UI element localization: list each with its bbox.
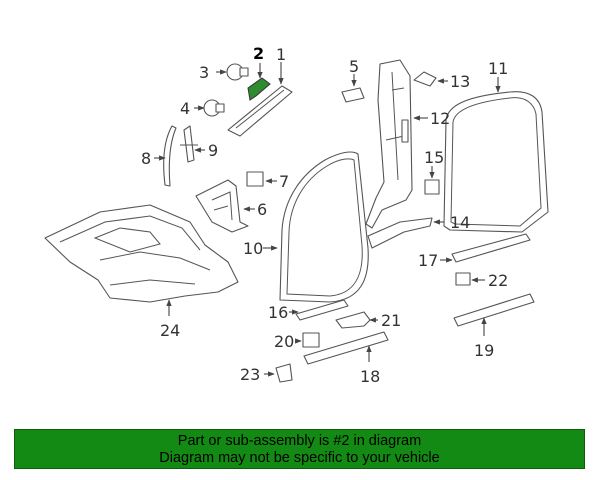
callout-18: 18 (360, 367, 380, 386)
callout-9: 9 (208, 141, 218, 160)
callout-19: 19 (474, 341, 494, 360)
clip-15-part (424, 179, 440, 195)
door-weatherstrip-11-part (443, 91, 549, 233)
parts-diagram: 1 2 3 4 5 6 7 8 9 10 11 12 13 14 15 16 1… (44, 44, 549, 386)
bracket-21-part (335, 311, 371, 329)
retainer-4-part (203, 99, 225, 117)
callout-24: 24 (160, 321, 180, 340)
floor-carpet-part (44, 204, 239, 303)
kick-panel-part (195, 179, 249, 233)
banner-line-2: Diagram may not be specific to your vehi… (159, 450, 440, 466)
scuff-plate-18-part (303, 331, 389, 365)
clip-5-part (341, 87, 365, 103)
clip-23-part (275, 363, 293, 383)
callout-12: 12 (430, 109, 450, 128)
scuff-plate-19-part (453, 293, 535, 327)
callout-11: 11 (488, 59, 508, 78)
callout-21: 21 (381, 311, 401, 330)
clip-13-part (413, 71, 437, 87)
callout-2: 2 (253, 44, 264, 63)
callout-4: 4 (180, 99, 190, 118)
callout-1: 1 (276, 45, 286, 64)
callout-16: 16 (268, 303, 288, 322)
callout-3: 3 (199, 63, 209, 82)
callout-17: 17 (418, 251, 438, 270)
callout-8: 8 (141, 149, 151, 168)
callout-22: 22 (488, 271, 508, 290)
callout-6: 6 (257, 200, 267, 219)
scuff-plate-16-part (295, 299, 349, 321)
center-pillar-trim-part (365, 59, 413, 229)
weatherstrip-8-part (163, 125, 177, 187)
callout-5: 5 (349, 57, 359, 76)
scuff-plate-17-part (451, 233, 531, 263)
clip-22-part (455, 272, 471, 286)
lower-trim-14-part (367, 217, 433, 249)
callout-14: 14 (450, 213, 470, 232)
clip-7-part (246, 171, 264, 187)
callout-7: 7 (279, 172, 289, 191)
callout-15: 15 (424, 148, 444, 167)
clip-20-part (302, 332, 320, 348)
highlighted-clip-part (247, 77, 271, 101)
banner-line-1: Part or sub-assembly is #2 in diagram (177, 433, 422, 449)
windshield-pillar-garnish-part (227, 85, 293, 137)
callout-13: 13 (450, 72, 470, 91)
callout-20: 20 (274, 332, 294, 351)
callout-23: 23 (240, 365, 260, 384)
retainer-3-part (226, 63, 249, 81)
clip-9-part (180, 125, 198, 163)
notice-banner: Part or sub-assembly is #2 in diagram Di… (14, 429, 585, 469)
callout-10: 10 (243, 239, 263, 258)
